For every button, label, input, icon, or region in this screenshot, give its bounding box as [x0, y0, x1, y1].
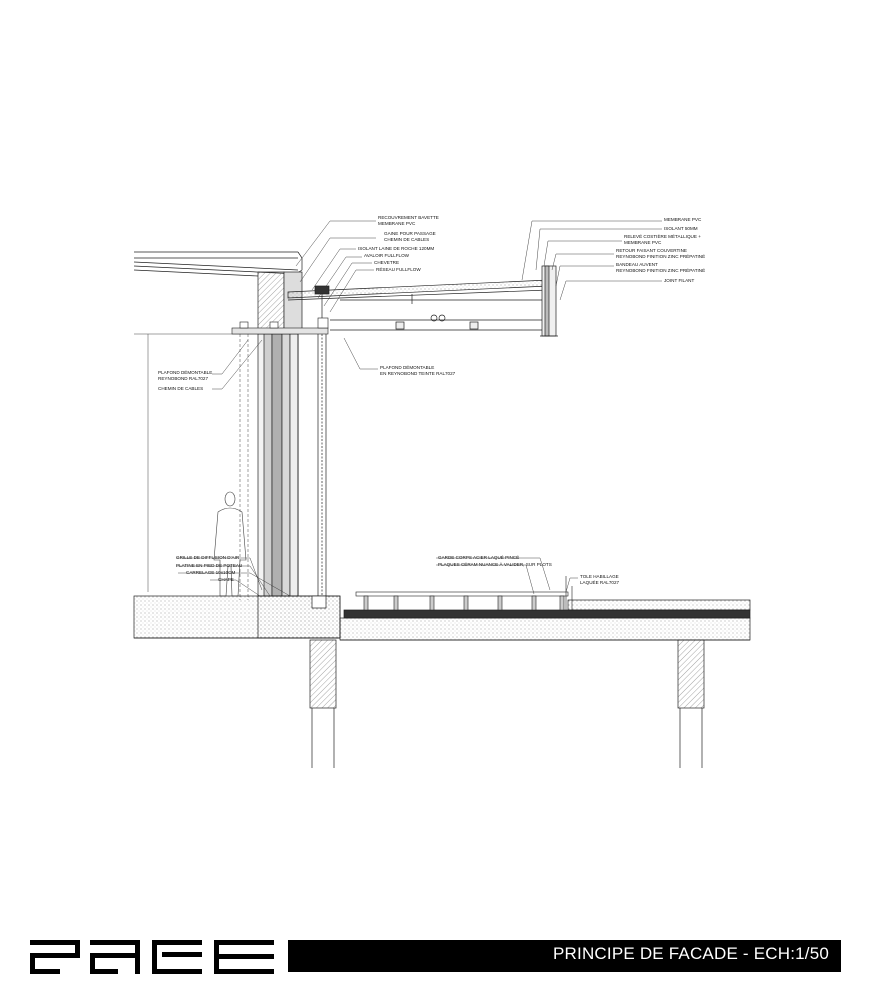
label-recouvrement-1: RECOUVREMENT BAVETTE — [378, 215, 439, 220]
label-recouvrement-2: MEMBRANE PVC — [378, 221, 416, 226]
floor-slab — [133, 595, 751, 641]
label-gaine-2: CHEMIN DE CABLES — [384, 237, 429, 242]
annotations: RECOUVREMENT BAVETTE MEMBRANE PVC GAINE … — [158, 215, 705, 585]
label-isolant-laine: ISOLANT LAINE DE ROCHE 120MM — [358, 246, 434, 251]
label-retour-2: REYNOBOND FINITION ZINC PRÉPATINÉ — [616, 253, 705, 259]
support-columns — [309, 639, 705, 768]
title-block: PRINCIPE DE FACADE - ECH:1/50 — [288, 940, 841, 972]
label-plafond-auvent-2: EN REYNOBOND TEINTE RAL7027 — [380, 371, 456, 376]
pace-logo — [30, 940, 274, 974]
label-avaloir: AVALOIR FULLFLOW — [364, 253, 410, 258]
label-chevetre: CHEVETRE — [374, 260, 399, 265]
label-plafond-gauche-2: REYNOBOND RAL7027 — [158, 376, 208, 381]
facade-wall — [257, 271, 303, 597]
label-gaine-1: GAINE POUR PASSAGE — [384, 231, 436, 236]
label-isolant-50: ISOLANT 50MM — [664, 226, 698, 231]
canopy — [287, 265, 558, 337]
leader-lines — [176, 220, 662, 597]
label-grille: GRILLE DE DIFFUSION D'AIR — [176, 555, 240, 560]
label-plafond-gauche-1: PLAFOND DÉMONTABLE — [158, 369, 212, 375]
label-tole-1: TOLE HABILLAGE — [580, 574, 619, 579]
ceiling-left — [231, 317, 329, 335]
label-tole-2: LAQUÉE RAL7027 — [580, 579, 620, 585]
label-plafond-auvent-1: PLAFOND DÉMONTABLE — [380, 364, 434, 370]
label-retour-1: RETOUR FAISANT COUVERTINE — [616, 248, 687, 253]
label-releve-1: RELEVÉ COSTIÈRE MÉTALLIQUE + — [624, 233, 701, 239]
glazing — [317, 334, 327, 596]
label-bandeau-2: REYNOBOND FINITION ZINC PRÉPATINÉ — [616, 267, 705, 273]
label-chape: CHAPE — [218, 577, 234, 582]
label-releve-2: MEMBRANE PVC — [624, 240, 662, 245]
label-garde-corps: GARDE CORPS ACIER LAQUÉ PINCÉ — [438, 554, 519, 560]
label-plaques: PLAQUES CÉRAM NUANCE À VALIDER, SUR PLOT… — [438, 561, 552, 567]
label-reseau: RÉSEAU FULLFLOW — [376, 266, 421, 272]
drawing-title: PRINCIPE DE FACADE - ECH:1/50 — [553, 944, 829, 963]
label-joint: JOINT FILANT — [664, 278, 694, 283]
label-membrane-pvc: MEMBRANE PVC — [664, 217, 702, 222]
label-chemin-cables: CHEMIN DE CABLES — [158, 386, 203, 391]
label-platine: PLATINE EN PIED DE POTEAU — [176, 563, 242, 568]
raised-deck — [355, 576, 573, 611]
label-bandeau-1: BANDEAU AUVENT — [616, 262, 658, 267]
label-carrelage: CARRELAGE 10x10CM — [186, 570, 235, 575]
